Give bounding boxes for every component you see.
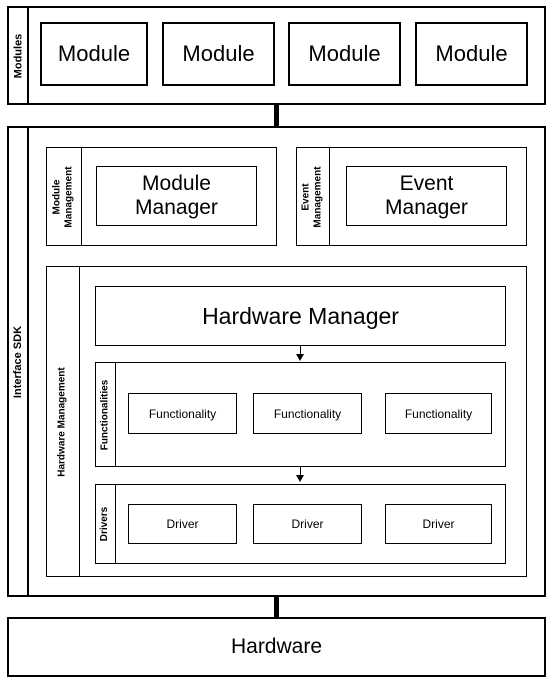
modules-label: Modules [12,33,24,78]
module-box-2: Module [162,22,275,86]
hardware-layer: Hardware [7,617,546,677]
module-box-1: Module [40,22,148,86]
drivers-label-strip [95,484,116,564]
functionality-box-1: Functionality [128,393,237,434]
event-manager-line2: Manager [385,196,468,219]
module-manager-line1: Module [142,172,211,195]
hardware-management-label-strip [46,266,80,577]
modules-label-strip [7,6,29,105]
module-box-3: Module [288,22,401,86]
arrow-to-drivers-head [296,475,304,482]
interface-sdk-label-strip [7,126,29,597]
arrow-to-functionalities-head [296,354,304,361]
driver-box-1: Driver [128,504,237,544]
module-manager-box: Module Manager [96,166,257,226]
hardware-manager-box: Hardware Manager [95,286,506,346]
functionalities-label-strip [95,362,116,467]
modules-sdk-connector [274,105,279,126]
module-manager-line2: Manager [135,196,218,219]
driver-box-2: Driver [253,504,362,544]
drivers-label: Drivers [99,506,111,542]
arrow-to-drivers-line [300,467,301,475]
module-box-4: Module [415,22,528,86]
functionality-box-2: Functionality [253,393,362,434]
functionality-box-3: Functionality [385,393,492,434]
interface-sdk-label: Interface SDK [12,325,25,398]
event-management-label-strip [296,147,330,246]
hardware-management-label: Hardware Management [57,366,69,477]
event-manager-box: Event Manager [346,166,507,226]
functionalities-label: Functionalities [99,379,111,450]
event-manager-line1: Event [399,172,454,195]
sdk-hardware-connector [274,597,279,617]
driver-box-3: Driver [385,504,492,544]
module-management-label-strip [46,147,82,246]
arrow-to-functionalities-line [300,346,301,354]
